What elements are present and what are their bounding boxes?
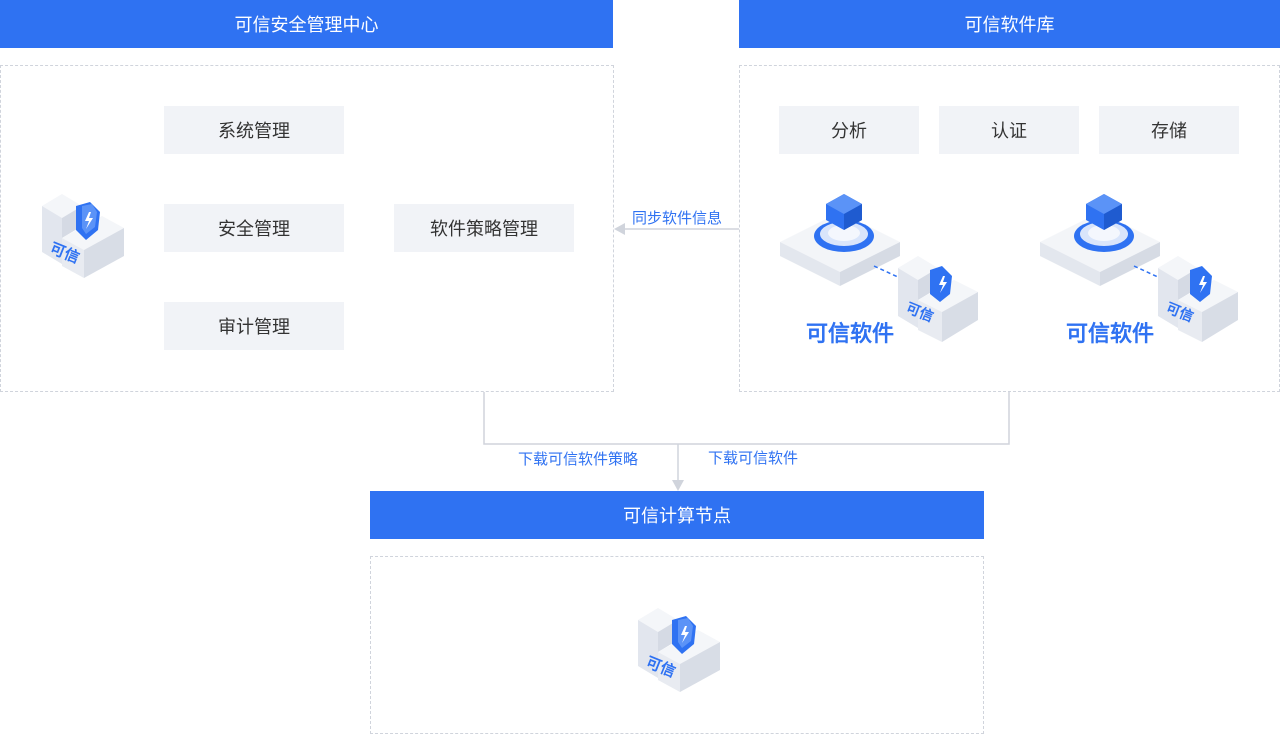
download-software-label: 下载可信软件 — [708, 449, 799, 467]
audit-management-box[interactable]: 审计管理 — [164, 302, 344, 350]
software-policy-box[interactable]: 软件策略管理 — [394, 204, 574, 252]
certification-box[interactable]: 认证 — [939, 106, 1079, 154]
trusted-cube-icon: 可信 — [634, 596, 724, 696]
system-management-box[interactable]: 系统管理 — [164, 106, 344, 154]
trusted-software-label: 可信软件 — [1066, 322, 1155, 347]
trusted-software-item[interactable]: 可信 — [778, 190, 988, 350]
sync-software-info-label: 同步软件信息 — [632, 209, 723, 227]
trusted-cube-icon: 可信 — [38, 182, 128, 282]
download-arrow-head — [672, 480, 684, 491]
download-policy-label: 下载可信软件策略 — [518, 450, 639, 468]
trusted-software-item[interactable]: 可信 — [1038, 190, 1248, 350]
sync-arrow-head — [614, 223, 625, 235]
compute-node-header: 可信计算节点 — [370, 491, 984, 539]
security-management-box[interactable]: 安全管理 — [164, 204, 344, 252]
software-repo-header: 可信软件库 — [739, 0, 1280, 48]
storage-box[interactable]: 存储 — [1099, 106, 1239, 154]
analysis-box[interactable]: 分析 — [779, 106, 919, 154]
mgmt-center-header: 可信安全管理中心 — [0, 0, 613, 48]
trusted-software-label: 可信软件 — [806, 322, 895, 347]
